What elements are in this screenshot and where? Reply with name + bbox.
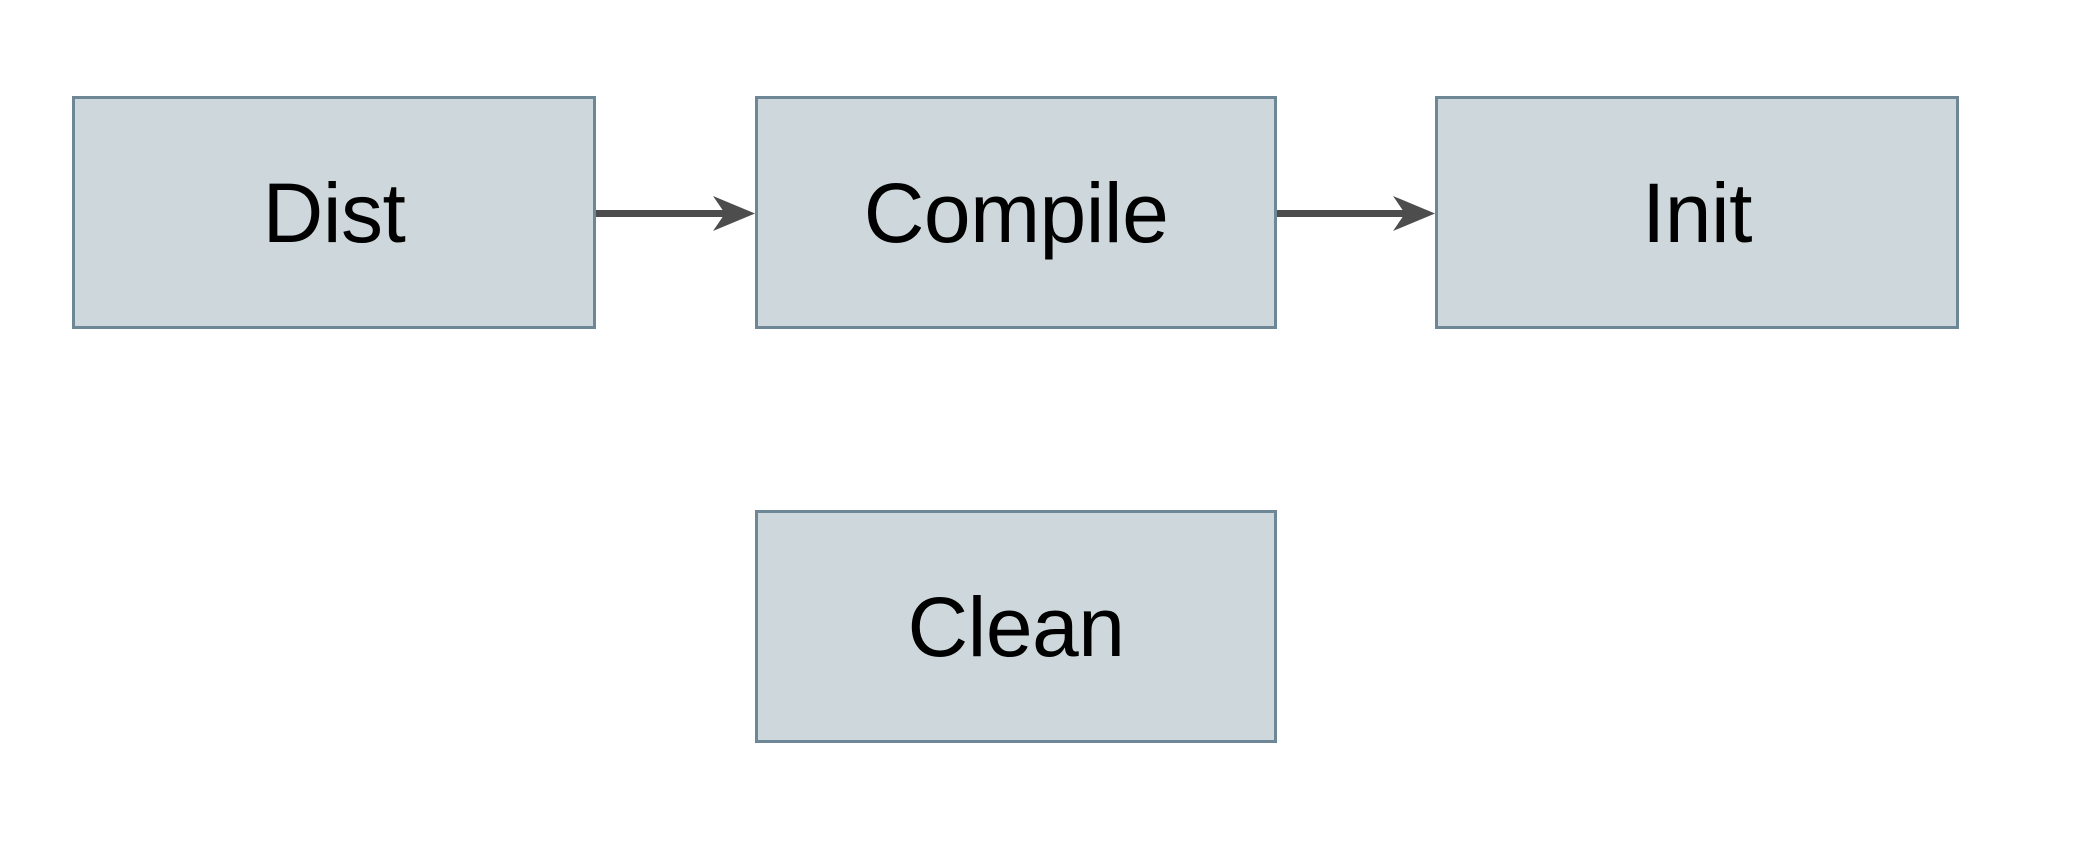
node-clean[interactable]: Clean — [755, 510, 1277, 743]
arrowhead-icon — [1393, 196, 1435, 231]
arrowhead-icon — [713, 196, 755, 231]
edge-dist-to-compile[interactable] — [596, 196, 758, 232]
node-compile[interactable]: Compile — [755, 96, 1277, 329]
node-clean-label: Clean — [907, 579, 1125, 674]
node-init-label: Init — [1641, 165, 1753, 260]
node-dist-label: Dist — [262, 165, 406, 260]
edge-compile-to-init[interactable] — [1277, 196, 1438, 232]
node-dist[interactable]: Dist — [72, 96, 596, 329]
node-compile-label: Compile — [863, 165, 1169, 260]
node-init[interactable]: Init — [1435, 96, 1959, 329]
